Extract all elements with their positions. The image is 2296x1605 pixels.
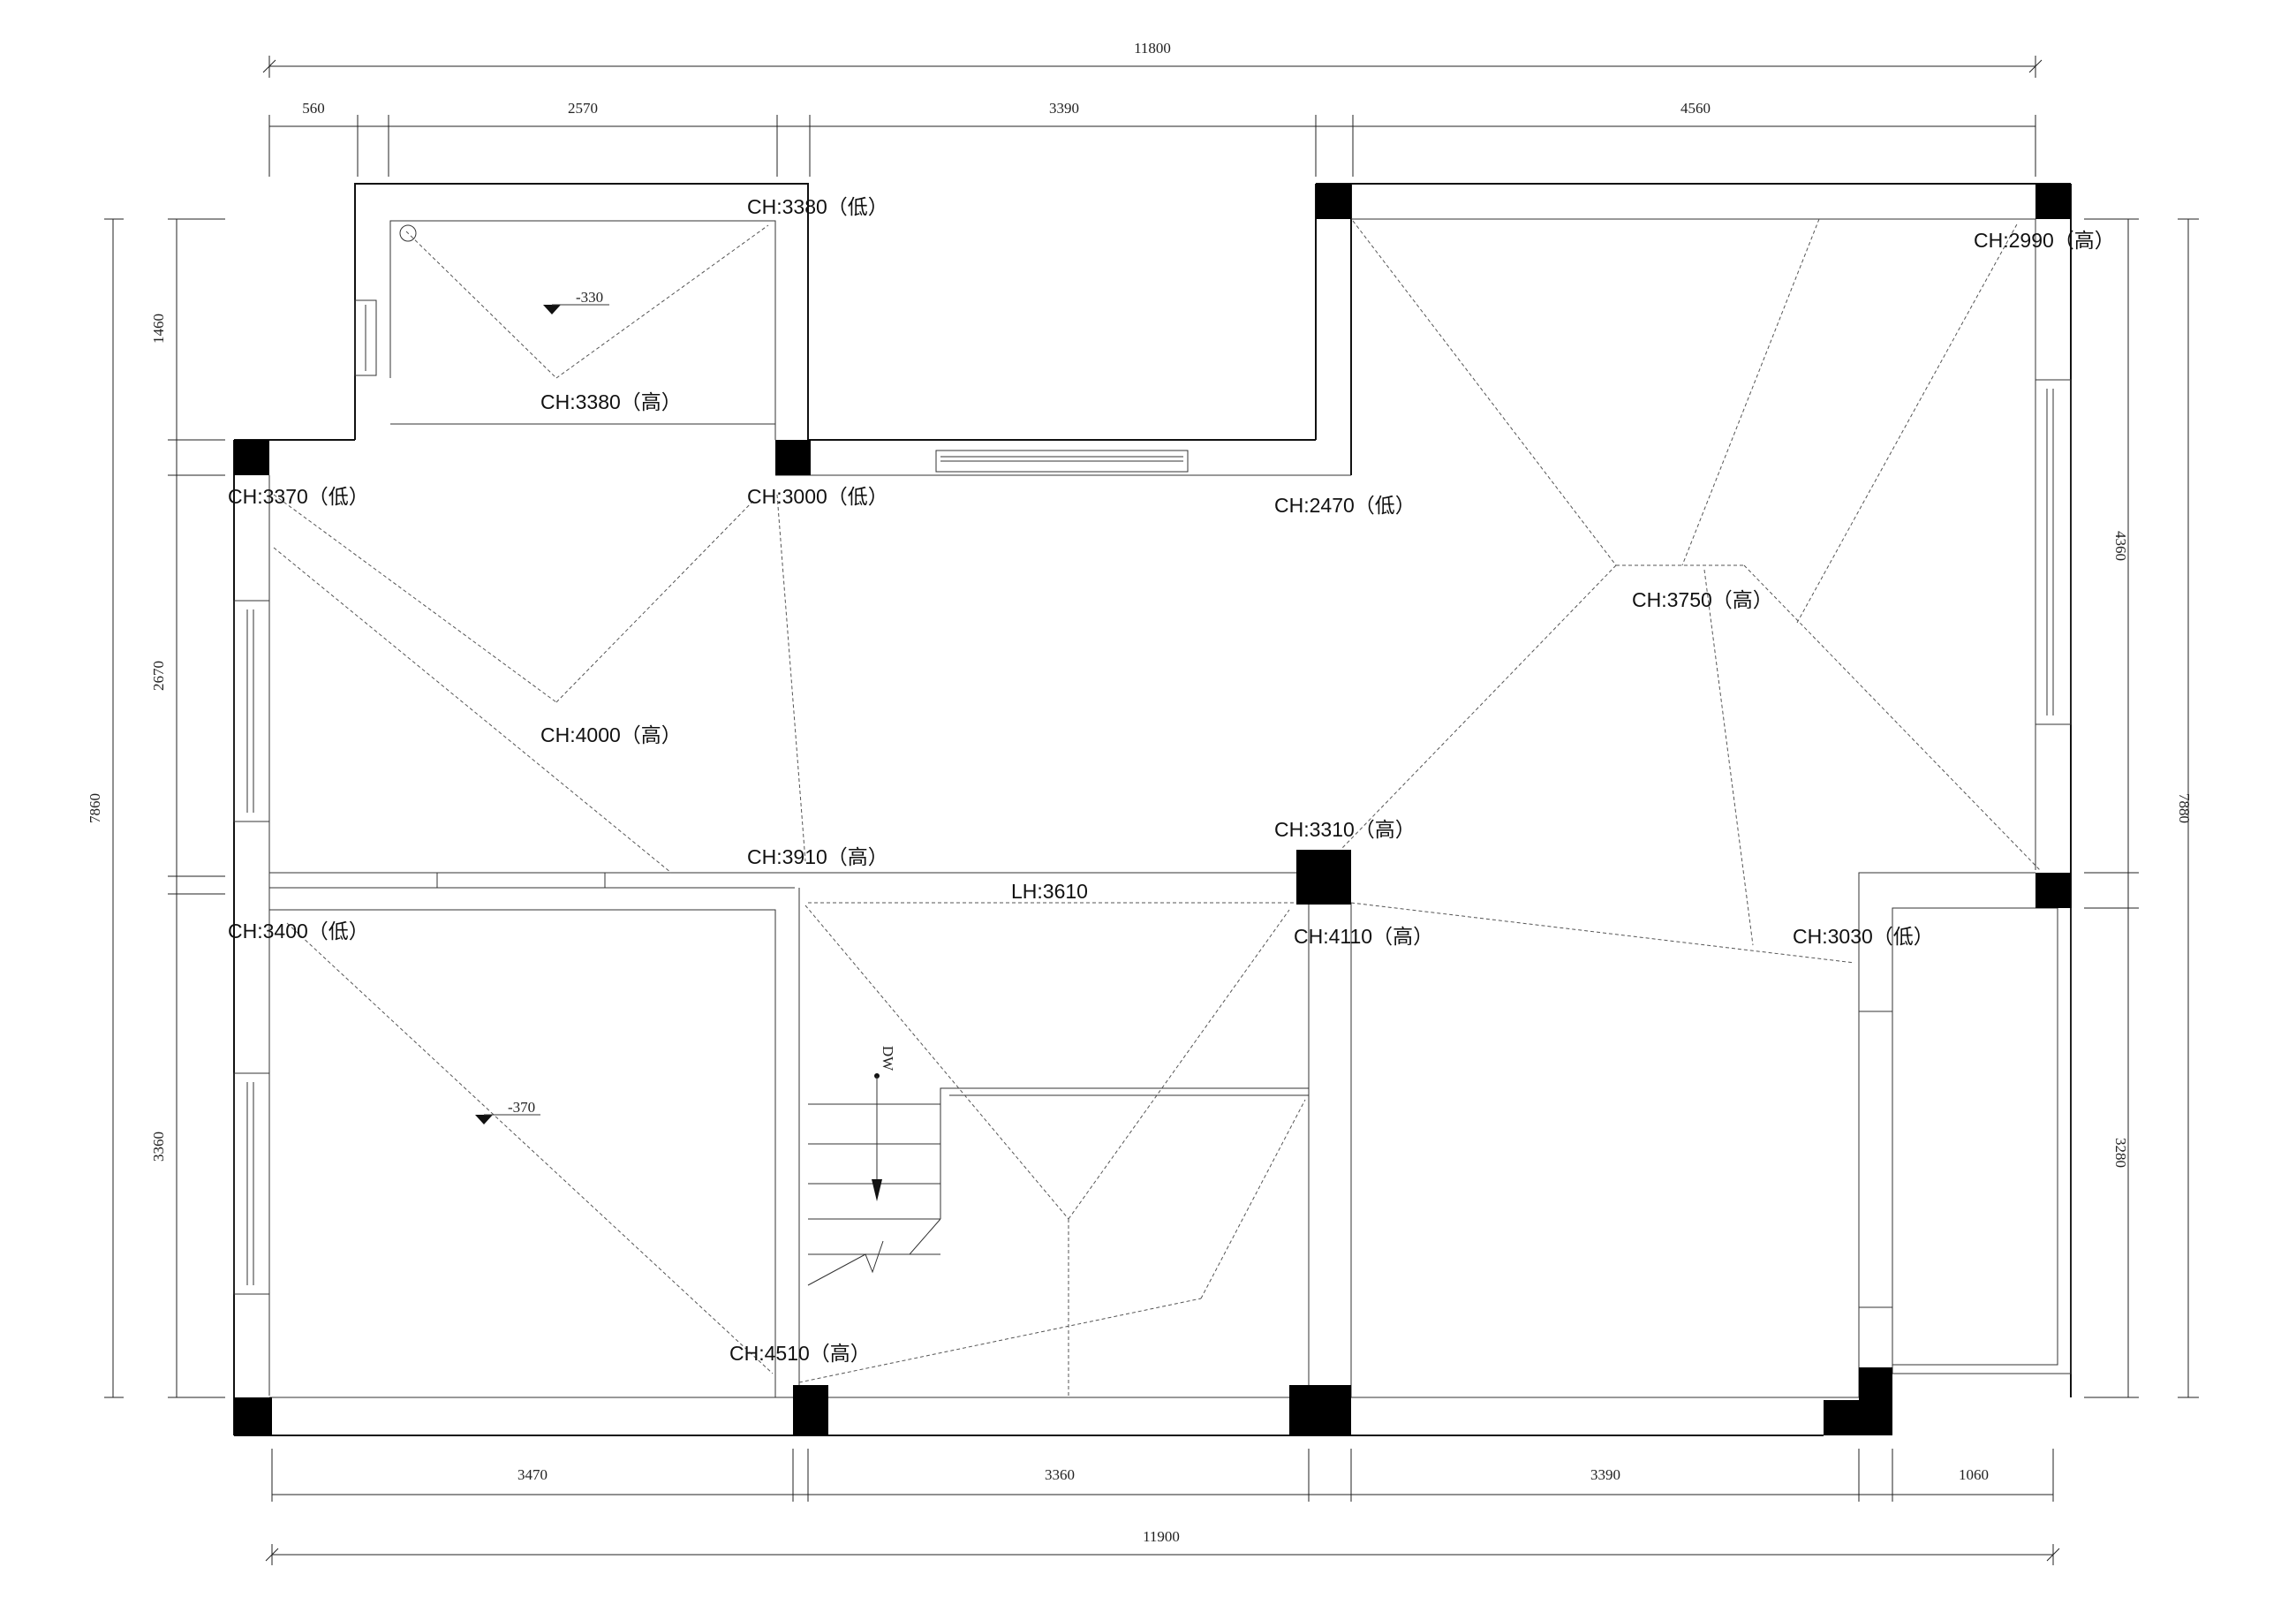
ceiling-label-9: CH:3310（高） [1274, 818, 1416, 841]
ceiling-label-2: CH:3380（高） [540, 390, 682, 413]
top-dimension-1: 560 [302, 100, 325, 117]
walls [233, 183, 2072, 1436]
bottom-dimension-3: 3390 [1590, 1466, 1620, 1483]
ceiling-guide-lines [273, 218, 2041, 1396]
bottom-dimension-lines [265, 1449, 2060, 1565]
bottom-dimension-2: 3360 [1045, 1466, 1075, 1483]
right-total-dimension: 7880 [2176, 793, 2193, 823]
ceiling-label-13: CH:3030（低） [1793, 925, 1934, 948]
ceiling-label-6: CH:2990（高） [1974, 229, 2115, 252]
left-dimension-3: 3360 [150, 1132, 167, 1162]
ceiling-label-12: CH:4110（高） [1294, 925, 1433, 948]
ceiling-label-7: CH:3750（高） [1632, 588, 1773, 611]
bottom-dimension-1: 3470 [517, 1466, 548, 1483]
ceiling-label-5: CH:2470（低） [1274, 494, 1416, 517]
ceiling-label-10: CH:3910（高） [747, 845, 888, 868]
stair-direction-label: DW [880, 1046, 896, 1071]
ceiling-label-11: CH:3400（低） [228, 920, 369, 943]
level-mark-2-value: -370 [508, 1099, 535, 1116]
ceiling-label-4: CH:3000（低） [747, 485, 888, 508]
staircase [807, 1073, 1309, 1286]
top-dimension-3: 3390 [1049, 100, 1079, 117]
top-dimension-lines [262, 56, 2043, 177]
level-mark-1-value: -330 [576, 289, 603, 306]
beam-height-label: LH:3610 [1011, 880, 1088, 903]
top-total-dimension: 11800 [1134, 40, 1171, 57]
structural-columns [234, 184, 2071, 1435]
bottom-dimension-4: 1060 [1959, 1466, 1989, 1483]
ceiling-label-8: CH:4000（高） [540, 723, 682, 746]
right-dimension-lines [2084, 218, 2199, 1398]
left-dimension-2: 2670 [150, 661, 167, 691]
top-dimension-2: 2570 [568, 100, 598, 117]
level-mark-1 [543, 304, 609, 314]
ceiling-label-14: CH:4510（高） [729, 1342, 871, 1365]
right-dimension-1: 4360 [2112, 531, 2129, 561]
left-total-dimension: 7860 [87, 793, 103, 823]
left-dimension-1: 1460 [150, 314, 167, 344]
top-dimension-4: 4560 [1680, 100, 1711, 117]
ceiling-label-3: CH:3370（低） [228, 485, 369, 508]
ceiling-label-1: CH:3380（低） [747, 195, 888, 218]
right-dimension-2: 3280 [2112, 1138, 2129, 1168]
left-dimension-lines [104, 218, 225, 1398]
level-mark-2 [475, 1114, 540, 1124]
bottom-total-dimension: 11900 [1143, 1528, 1180, 1545]
